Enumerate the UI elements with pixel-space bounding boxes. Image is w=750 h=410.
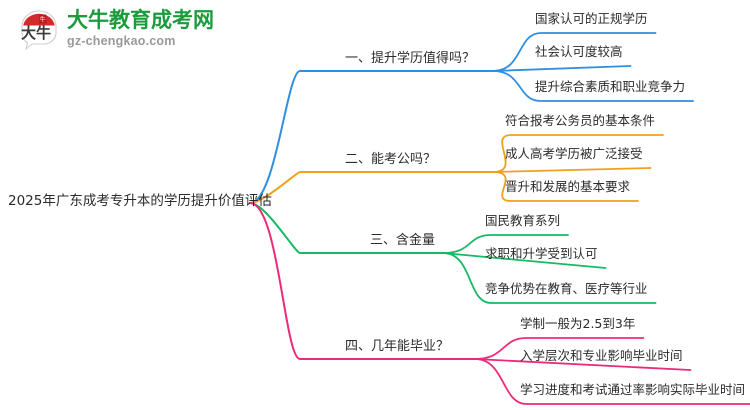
- mindmap-leaf-3-2[interactable]: 求职和升学受到认可: [485, 246, 598, 261]
- mindmap-leaf-2-2[interactable]: 成人高考学历被广泛接受: [505, 146, 643, 161]
- mindmap-leaf-4-2[interactable]: 入学层次和专业影响毕业时间: [520, 348, 683, 363]
- mindmap-branch-1[interactable]: 一、提升学历值得吗？: [345, 51, 476, 66]
- mindmap-root-node[interactable]: 2025年广东成考专升本的学历提升价值评估: [8, 193, 272, 209]
- mindmap-leaf-2-3[interactable]: 晋升和发展的基本要求: [505, 179, 631, 194]
- mindmap-leaf-1-1[interactable]: 国家认可的正规学历: [535, 11, 648, 26]
- mindmap-leaf-1-2[interactable]: 社会认可度较高: [535, 44, 623, 59]
- bull-logo-icon: 牛 大牛: [18, 8, 60, 51]
- mindmap-branch-3[interactable]: 三、含金量: [370, 233, 436, 248]
- mindmap-leaf-4-1[interactable]: 学制一般为2.5到3年: [520, 316, 636, 331]
- mindmap-leaf-1-3[interactable]: 提升综合素质和职业竞争力: [535, 79, 686, 94]
- mindmap-branch-2[interactable]: 二、能考公吗？: [345, 152, 437, 167]
- mindmap-leaf-3-1[interactable]: 国民教育系列: [485, 213, 561, 228]
- mindmap-leaf-2-1[interactable]: 符合报考公务员的基本条件: [505, 113, 656, 128]
- svg-text:大牛: 大牛: [21, 24, 51, 42]
- svg-text:牛: 牛: [40, 15, 46, 23]
- logo-domain: gz-chengkao.com: [67, 34, 176, 49]
- mindmap-branch-4[interactable]: 四、几年能毕业？: [345, 339, 450, 354]
- mindmap-leaf-4-3[interactable]: 学习进度和考试通过率影响实际毕业时间: [520, 382, 746, 397]
- site-logo: 牛 大牛 大牛教育成考网 gz-chengkao.com: [18, 8, 214, 51]
- mindmap-leaf-3-3[interactable]: 竞争优势在教育、医疗等行业: [485, 281, 648, 296]
- logo-brand-name: 大牛教育成考网: [67, 8, 214, 33]
